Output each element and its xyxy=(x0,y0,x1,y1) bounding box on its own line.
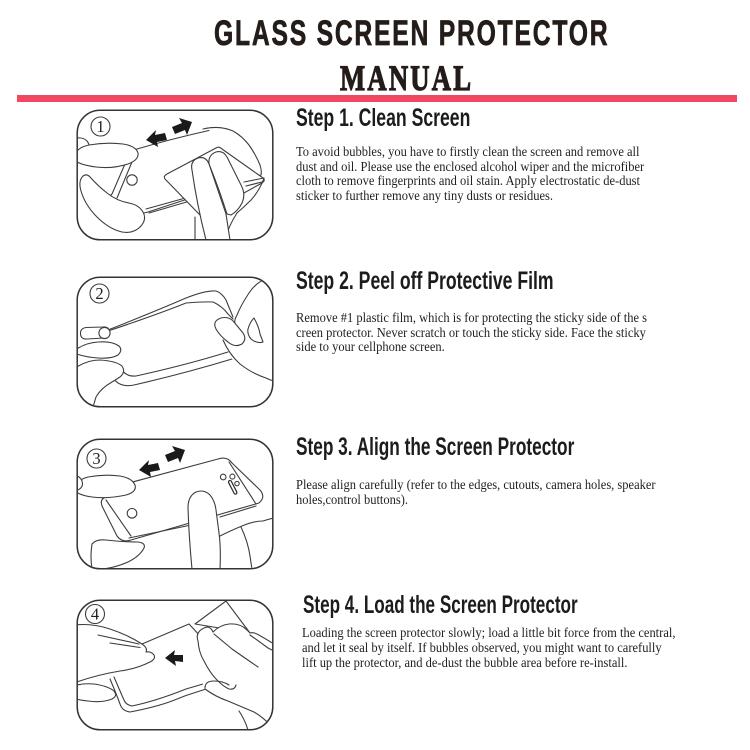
svg-text:3: 3 xyxy=(92,449,100,468)
svg-text:2: 2 xyxy=(95,284,103,303)
svg-text:1: 1 xyxy=(96,117,104,136)
svg-text:4: 4 xyxy=(91,605,99,624)
